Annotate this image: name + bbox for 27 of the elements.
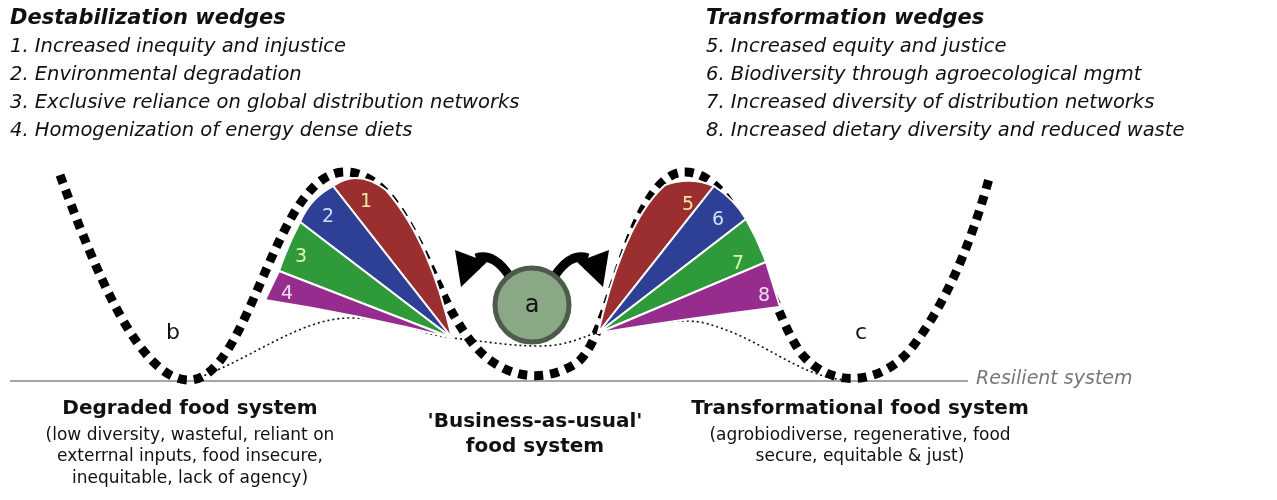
list-item: 7. Increased diversity of distribution networks xyxy=(706,90,1155,115)
wedge-number: 1 xyxy=(359,190,373,210)
ball-letter: a xyxy=(524,292,540,317)
system-description: (low diversity, wasteful, reliant on exterrnal inputs, food insecure, inequitable, lack of agency) xyxy=(44,424,336,488)
heading: Transformation wedges xyxy=(706,4,985,31)
baseline-label: Resilient system xyxy=(976,366,1133,390)
wedge-number: 4 xyxy=(280,282,294,302)
wedge-number: 7 xyxy=(731,252,745,272)
system-description: (agrobiodiverse, regenerative, food secure, equitable & just) xyxy=(708,424,1012,467)
list-item: 6. Biodiversity through agroecological mgmt xyxy=(706,62,1142,87)
list-item: 1. Increased inequity and injustice xyxy=(10,34,347,59)
list-item: 8. Increased dietary diversity and reduced waste xyxy=(706,118,1185,143)
list-item: 5. Increased equity and justice xyxy=(706,34,1007,59)
basin-letter: b xyxy=(166,318,180,346)
list-item: 4. Homogenization of energy dense diets xyxy=(10,118,413,143)
wedge-number: 2 xyxy=(321,205,335,225)
system-title: Degraded food system xyxy=(61,395,319,420)
system-title: Transformational food system xyxy=(690,395,1030,420)
list-item: 2. Environmental degradation xyxy=(10,62,302,87)
wedge-number: 6 xyxy=(711,208,725,228)
basin-letter: c xyxy=(855,318,868,346)
system-title: 'Business-as-usual' food system xyxy=(426,408,644,458)
list-item: 3. Exclusive reliance on global distribution networks xyxy=(10,90,520,115)
wedge-number: 5 xyxy=(681,193,695,213)
wedge-number: 8 xyxy=(757,284,771,304)
wedge-number: 3 xyxy=(294,245,308,265)
heading: Destabilization wedges xyxy=(10,4,286,31)
